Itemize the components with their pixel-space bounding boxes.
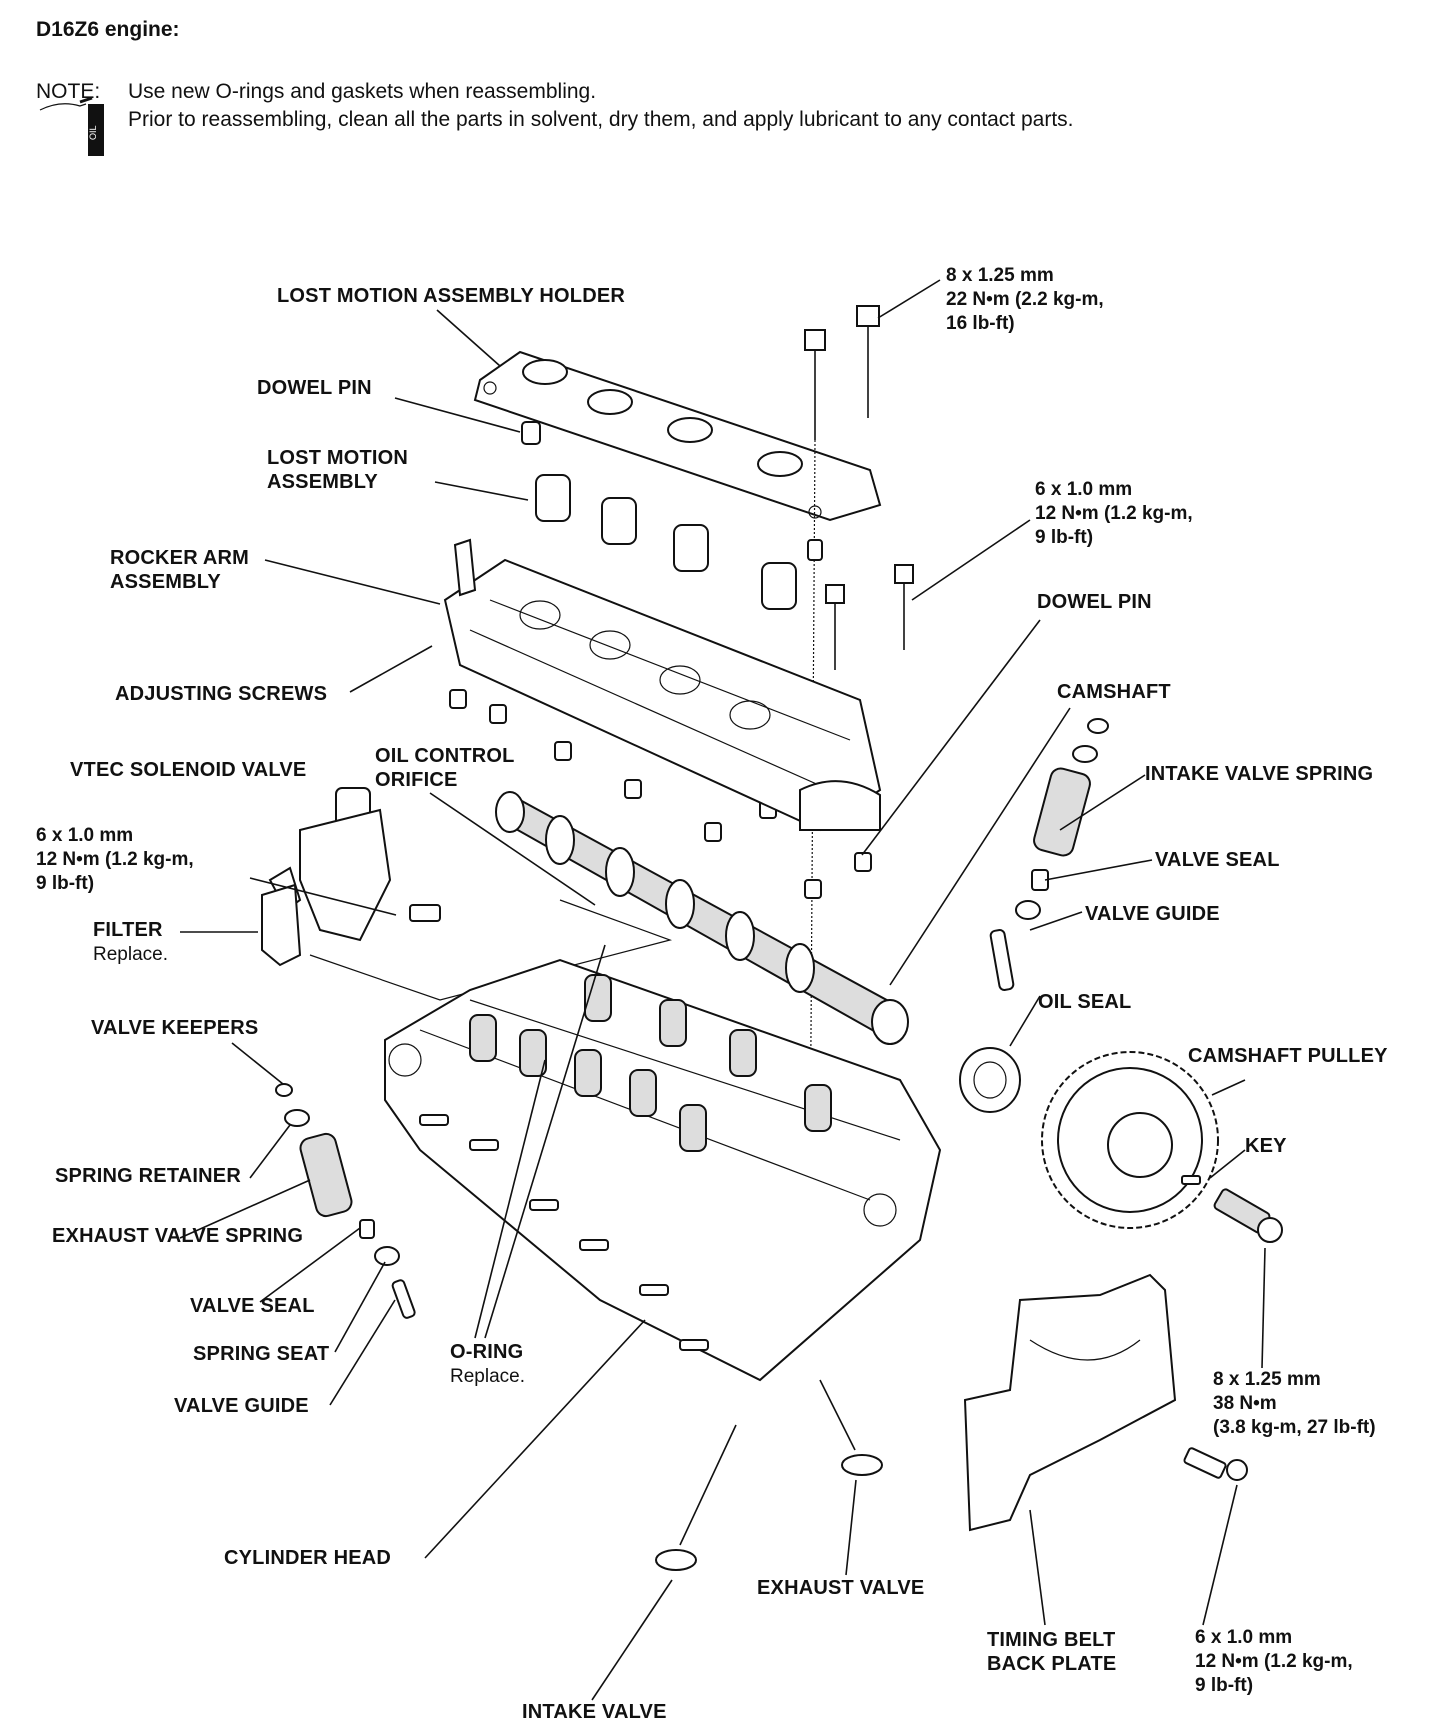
label-rocker-arm-1: ROCKER ARM bbox=[110, 547, 250, 569]
label-camshaft: CAMSHAFT bbox=[1057, 681, 1171, 703]
spec-solenoid-bolt-lbft: 9 lb-ft) bbox=[36, 873, 95, 894]
label-lost-motion-assembly-1: LOST MOTION bbox=[267, 447, 409, 469]
label-o-ring: O-RING bbox=[450, 1341, 524, 1363]
cylinder-head-art bbox=[384, 958, 942, 1382]
spec-rocker-bolt-torque: 12 N•m (1.2 kg-m, bbox=[1035, 503, 1193, 524]
note-line-1: Use new O-rings and gaskets when reassem… bbox=[128, 80, 597, 103]
label-filter-note: Replace. bbox=[93, 944, 168, 965]
label-timing-belt-1: TIMING BELT bbox=[987, 1629, 1116, 1651]
spec-backplate-bolt: 6 x 1.0 mm 12 N•m (1.2 kg-m, 9 lb-ft) bbox=[1195, 1626, 1353, 1698]
spec-rocker-bolt: 6 x 1.0 mm 12 N•m (1.2 kg-m, 9 lb-ft) bbox=[1035, 478, 1193, 550]
label-rocker-arm-2: ASSEMBLY bbox=[110, 571, 221, 593]
vtec-solenoid-art bbox=[261, 787, 673, 1001]
spec-pulley-bolt-torque: 38 N•m bbox=[1213, 1393, 1277, 1414]
label-lost-motion-assembly-holder: LOST MOTION ASSEMBLY HOLDER bbox=[277, 285, 626, 307]
label-intake-valve-spring: INTAKE VALVE SPRING bbox=[1145, 763, 1374, 785]
label-dowel-pin-right: DOWEL PIN bbox=[1037, 591, 1152, 613]
label-exhaust-valve-spring: EXHAUST VALVE SPRING bbox=[52, 1225, 304, 1247]
label-filter: FILTER bbox=[93, 919, 163, 941]
label-cylinder-head: CYLINDER HEAD bbox=[224, 1547, 392, 1569]
label-oil-control-1: OIL CONTROL bbox=[375, 745, 515, 767]
valves-art bbox=[655, 1379, 883, 1571]
label-valve-seal-right: VALVE SEAL bbox=[1155, 849, 1280, 871]
label-lost-motion-assembly-2: ASSEMBLY bbox=[267, 471, 378, 493]
leader-lines bbox=[179, 279, 1266, 1701]
camshaft-pulley-art bbox=[1041, 1051, 1283, 1243]
spec-pulley-bolt: 8 x 1.25 mm 38 N•m (3.8 kg-m, 27 lb-ft) bbox=[1213, 1368, 1376, 1440]
label-adjusting-screws: ADJUSTING SCREWS bbox=[115, 683, 328, 705]
lost-motion-holder-art bbox=[473, 350, 882, 522]
note-label: NOTE: bbox=[36, 80, 101, 103]
oil-can-icon: OIL bbox=[39, 96, 104, 156]
spec-solenoid-bolt: 6 x 1.0 mm 12 N•m (1.2 kg-m, 9 lb-ft) bbox=[36, 824, 194, 896]
label-dowel-pin-top: DOWEL PIN bbox=[257, 377, 372, 399]
small-parts-art bbox=[449, 421, 872, 899]
exhaust-valve-parts-art bbox=[275, 1083, 416, 1319]
label-exhaust-valve: EXHAUST VALVE bbox=[757, 1577, 925, 1599]
label-valve-seal-left: VALVE SEAL bbox=[190, 1295, 315, 1317]
timing-belt-back-plate-art bbox=[963, 1273, 1248, 1532]
label-o-ring-note: Replace. bbox=[450, 1366, 525, 1387]
label-vtec-solenoid-valve: VTEC SOLENOID VALVE bbox=[70, 759, 307, 781]
spec-backplate-bolt-size: 6 x 1.0 mm bbox=[1195, 1627, 1293, 1648]
label-valve-guide-right: VALVE GUIDE bbox=[1085, 903, 1220, 925]
label-timing-belt-2: BACK PLATE bbox=[987, 1653, 1117, 1675]
spec-holder-bolt-torque: 22 N•m (2.2 kg-m, bbox=[946, 289, 1104, 310]
spec-solenoid-bolt-size: 6 x 1.0 mm bbox=[36, 825, 134, 846]
label-camshaft-pulley: CAMSHAFT PULLEY bbox=[1188, 1045, 1388, 1067]
label-valve-guide-left: VALVE GUIDE bbox=[174, 1395, 309, 1417]
spec-backplate-bolt-lbft: 9 lb-ft) bbox=[1195, 1675, 1254, 1696]
label-oil-seal: OIL SEAL bbox=[1038, 991, 1132, 1013]
spec-solenoid-bolt-torque: 12 N•m (1.2 kg-m, bbox=[36, 849, 194, 870]
spec-holder-bolt-size: 8 x 1.25 mm bbox=[946, 265, 1054, 286]
label-valve-keepers: VALVE KEEPERS bbox=[91, 1017, 259, 1039]
page-title: D16Z6 engine: bbox=[36, 18, 180, 41]
spec-backplate-bolt-torque: 12 N•m (1.2 kg-m, bbox=[1195, 1651, 1353, 1672]
spec-pulley-bolt-lbft: (3.8 kg-m, 27 lb-ft) bbox=[1213, 1417, 1376, 1438]
label-spring-seat: SPRING SEAT bbox=[193, 1343, 330, 1365]
spec-rocker-bolt-lbft: 9 lb-ft) bbox=[1035, 527, 1094, 548]
label-intake-valve: INTAKE VALVE bbox=[522, 1701, 667, 1723]
spec-rocker-bolt-size: 6 x 1.0 mm bbox=[1035, 479, 1133, 500]
rocker-arm-assembly-art bbox=[443, 538, 882, 832]
spec-holder-bolt-lbft: 16 lb-ft) bbox=[946, 313, 1015, 334]
spec-pulley-bolt-size: 8 x 1.25 mm bbox=[1213, 1369, 1321, 1390]
intake-valve-parts-art bbox=[959, 718, 1109, 1113]
valve-springs-art bbox=[469, 974, 832, 1152]
camshaft-art bbox=[495, 791, 909, 1045]
spec-holder-bolt: 8 x 1.25 mm 22 N•m (2.2 kg-m, 16 lb-ft) bbox=[946, 264, 1104, 336]
label-oil-control-2: ORIFICE bbox=[375, 769, 458, 791]
label-spring-retainer: SPRING RETAINER bbox=[55, 1165, 241, 1187]
note-line-2: Prior to reassembling, clean all the par… bbox=[128, 108, 1074, 131]
oil-can-icon-text: OIL bbox=[88, 125, 98, 140]
label-key: KEY bbox=[1245, 1135, 1287, 1157]
